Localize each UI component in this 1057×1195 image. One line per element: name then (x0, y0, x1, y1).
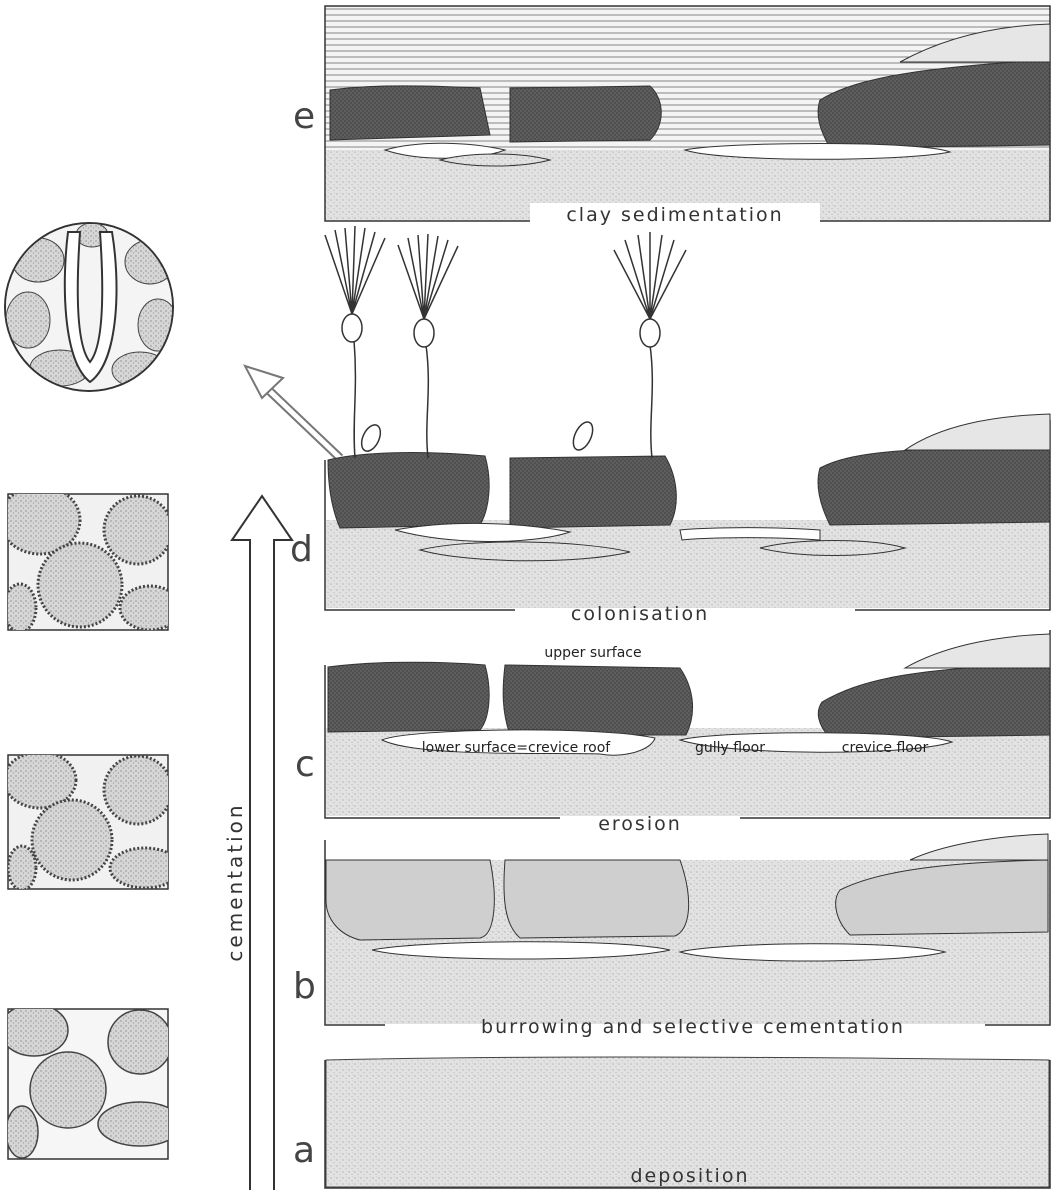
panel-a: a deposition (293, 1057, 1050, 1188)
stage-letter-a: a (293, 1130, 315, 1171)
micro-inset-cemented-1 (0, 486, 180, 632)
micro-inset-loose (0, 1004, 182, 1159)
caption-c: erosion (598, 813, 682, 835)
crinoid-2 (398, 234, 458, 458)
brachiopod (358, 419, 597, 454)
label-lower-surface: lower surface=crevice roof (422, 740, 611, 756)
micro-inset-burrow-circle (0, 220, 180, 400)
caption-d: colonisation (571, 603, 709, 625)
caption-a: deposition (630, 1165, 749, 1187)
panel-e: e clay sedimentation (293, 6, 1050, 227)
label-upper-surface: upper surface (544, 645, 641, 661)
crinoid-1 (325, 226, 385, 458)
micro-inset-cemented-2 (4, 752, 180, 890)
stage-letter-e: e (293, 96, 315, 137)
caption-b: burrowing and selective cementation (481, 1016, 905, 1038)
caption-e: clay sedimentation (566, 204, 783, 226)
panel-d: d colonisation (290, 226, 1050, 625)
stage-letter-c: c (295, 744, 315, 785)
label-crevice-floor: crevice floor (842, 740, 929, 756)
label-gully-floor: gully floor (695, 740, 765, 756)
inset-pointer-arrow (245, 366, 340, 458)
stage-letter-d: d (290, 529, 313, 570)
panel-b: b burrowing and selective cementation (293, 834, 1050, 1038)
stage-letter-b: b (293, 966, 316, 1007)
crinoid-3 (614, 232, 686, 458)
cementation-label: cementation (223, 802, 247, 961)
panel-c: c upper surface lower surface=crevice ro… (295, 630, 1050, 835)
cementation-arrow: cementation (223, 496, 292, 1190)
